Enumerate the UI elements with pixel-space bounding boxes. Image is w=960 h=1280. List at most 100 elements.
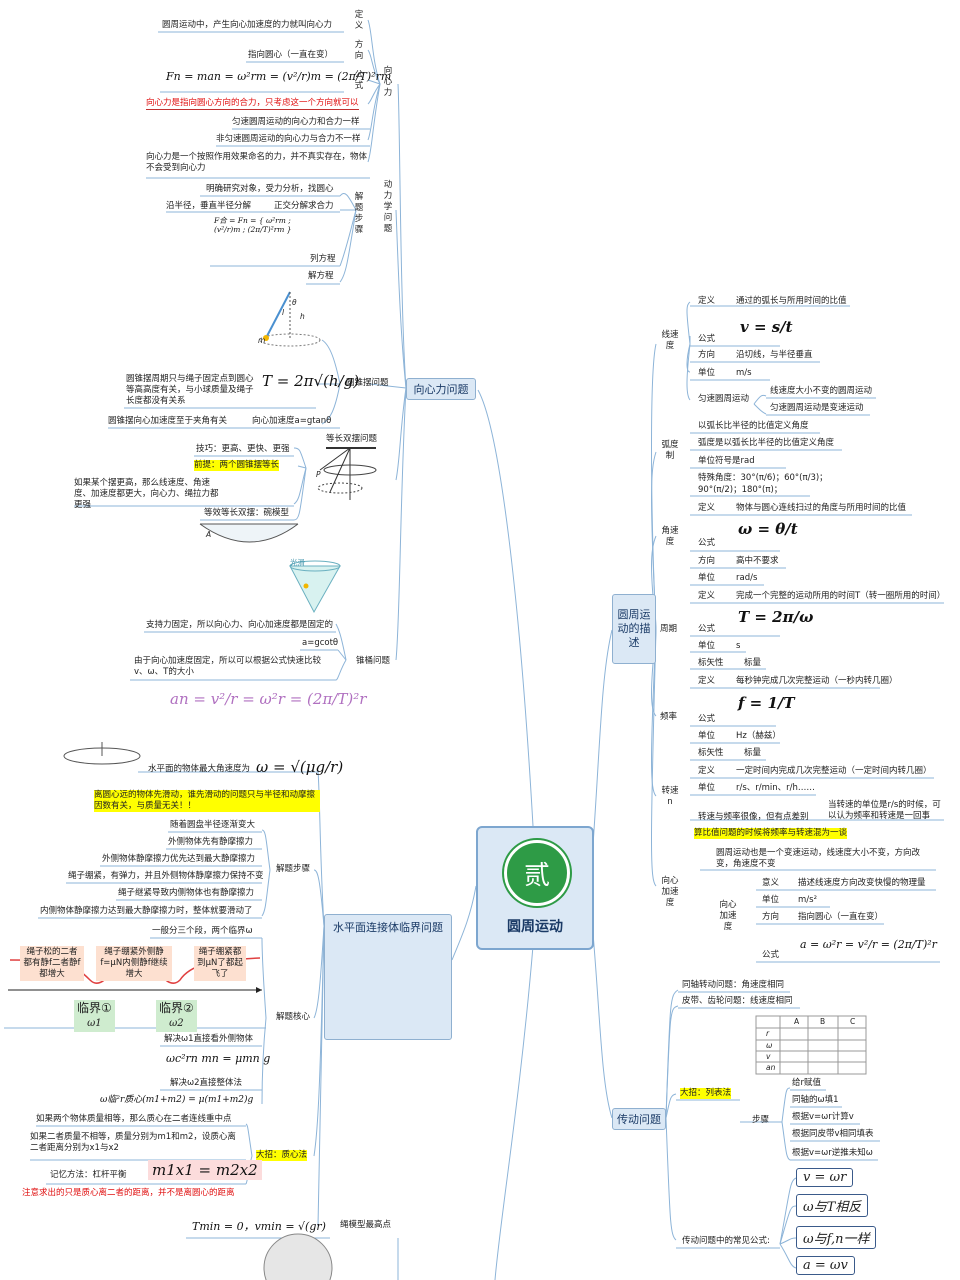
funnel-label: 锥桶问题 [356,656,391,666]
radian-2: 弧度是以弧长比半径的比值定义角度 [698,438,835,448]
cm-red-note: 注意求出的只是质心离二者的距离，并不是离圆心的距离 [22,1188,235,1198]
turntable-figure [63,742,141,765]
vertical-circle-figure [263,1233,333,1280]
label-formula: 公式 [354,70,364,91]
red-note-net-force: 向心力是指向圆心方向的合力，只考虑这一个方向就可以 [146,98,359,110]
direction-text: 指向圆心（一直在变） [248,50,334,60]
label-linear-velocity: 线速度 [661,330,679,351]
lv-unit-label: 单位 [698,368,716,378]
speed-relation: 转速与频率很像，但有点差别 [698,812,809,822]
ca-formula-label: 公式 [762,950,780,960]
step-1: 明确研究对象，受力分析，找圆心 [206,184,334,194]
step-3-formula: F合 = Fn = { ω²rm ; (v²/r)m ; (2π/T)²rm } [214,216,292,234]
ca-meaning-label: 意义 [762,878,780,888]
funnel-figure [289,560,341,614]
solve-2-formula: ω临²r质心(m1+m2) = μ(m1+m2)g [100,1095,254,1105]
core-intro: 一般分三个段，两个临界ω [152,926,253,936]
uniform-note: 匀速圆周运动的向心力和合力一样 [232,117,360,127]
lv-formula: v = s/t [740,318,793,336]
hz-step-2: 外侧物体先有静摩擦力 [168,837,254,847]
freq-def-label: 定义 [698,676,716,686]
av-unit: rad/s [736,573,758,583]
branch-centripetal-force[interactable]: 向心力问题 [406,378,476,400]
core-label: 解题核心 [276,1012,311,1022]
branch-transmission[interactable]: 传动问题 [612,1108,666,1130]
highlight-far-slides-first: 离圆心远的物体先滑动，谁先滑动的问题只与半径和动摩擦因数有关，与质量无关！！ [94,790,320,812]
bowl-figure [199,523,299,543]
critical-2-symbol: ω2 [169,1018,184,1029]
equal-pendulum-label: 等长双摆问题 [326,434,378,444]
funnel-note-1: 支持力固定，所以向心力、向心加速度都是固定的 [146,620,334,630]
fig-p-label: P [316,470,321,479]
label-direction: 方向 [354,40,364,61]
trans-step-5: 根据v=ωr逆推未知ω [792,1148,873,1158]
table-row-omega: ω [766,1041,773,1050]
branch-description[interactable]: 圆周运动的描述 [612,594,656,664]
period-vec-label: 标矢性 [698,658,724,668]
belt-gear: 皮带、齿轮问题：线速度相同 [682,996,793,1006]
freq-formula-label: 公式 [698,714,716,724]
av-formula: ω = θ/t [738,520,798,538]
center-topic[interactable]: 贰 圆周运动 [476,826,594,950]
max-omega-formula: ω = √(μg/r) [256,758,344,776]
step-3: 列方程 [310,254,336,264]
radian-5: 90°(π/2)；180°(π)； [698,485,783,495]
rope-model-label: 绳模型最高点 [340,1220,392,1230]
period-formula: T = 2π/ω [738,608,814,626]
center-of-mass-label: 大招：质心法 [256,1150,308,1161]
period-def: 完成一个完整的运动所用的时间T（转一圈所用的时间） [736,591,946,601]
critical-2: 临界② ω2 [156,1000,197,1032]
common-formula-1: v = ωr [796,1168,854,1187]
av-def: 物体与圆心连线扫过的角度与所用时间的比值 [736,503,907,513]
label-period: 周期 [660,624,678,634]
speed-def: 一定时间内完成几次完整运动（一定时间内转几圈） [736,766,932,776]
av-unit-label: 单位 [698,573,716,583]
fig-h-label: h [300,312,305,321]
critical-1-label: 临界① [77,1001,112,1015]
lv-unit: m/s [736,368,752,378]
lv-dir: 沿切线，与半径垂直 [736,350,813,360]
solve-1: 解决ω1直接看外侧物体 [164,1034,254,1044]
centripetal-sub-label: 向心加速度 [719,900,737,932]
segment-1: 绳子松的二者都有静f二者静f都增大 [20,946,84,981]
ca-dir: 指向圆心（一直在变） [798,912,884,922]
critical-2-label: 临界② [159,1001,194,1015]
transmission-table [755,1015,867,1075]
conical-note-1: 圆锥摆周期只与绳子固定点到圆心等高高度有关，与小球质量及绳子长度都没有关系 [126,374,254,406]
freq-unit: Hz（赫兹） [736,731,781,741]
hz-step-5: 绳子继紧导致内侧物体也有静摩擦力 [118,888,255,898]
av-dir-label: 方向 [698,556,716,566]
lever-note: 记忆方法：杠杆平衡 [50,1170,127,1180]
solve-1-formula: ωc²rn mn = μmn g [166,1052,271,1065]
ca-formula: a = ω²r = v²/r = (2π/T)²r [800,938,937,951]
conical-pendulum-figure [259,291,321,347]
step-2a: 沿半径，垂直半径分解 [166,201,252,211]
lv-def-label: 定义 [698,296,716,306]
freq-vec: 标量 [744,748,762,758]
same-axis: 同轴转动问题：角速度相同 [682,980,785,990]
cm-note-2: 如果二者质量不相等，质量分别为m1和m2，设质心离二者距离分别为x1与x2 [30,1132,236,1153]
label-radian: 弧度制 [661,440,679,461]
lv-def: 通过的弧长与所用时间的比值 [736,296,847,306]
branch-horizontal-connector[interactable]: 水平面连接体临界问题 [324,914,452,1040]
group-label-dynamics: 动力学问题 [383,180,393,234]
label-frequency: 频率 [660,712,678,722]
funnel-fig-label: 光滑 [290,558,305,567]
table-head-c: C [850,1017,856,1026]
step-4: 解方程 [308,271,334,281]
table-head-b: B [820,1017,826,1026]
av-dir: 高中不要求 [736,556,779,566]
lever-formula: m1x1 = m2x2 [148,1160,262,1180]
lv-formula-label: 公式 [698,334,716,344]
freq-unit-label: 单位 [698,731,716,741]
ca-meaning: 描述线速度方向改变快慢的物理量 [798,878,926,888]
fig-a-label: A [206,530,212,539]
conical-note-2: 圆锥摆向心加速度至于夹角有关 [108,416,228,426]
steps-label-trans: 步骤 [752,1115,770,1125]
label-definition: 定义 [354,10,364,31]
lv-uniform-2: 匀速圆周运动是变速运动 [770,403,864,413]
radian-3: 单位符号是rad [698,456,755,466]
speed-highlight: 算比值问题的时候将频率与转速混为一谈 [694,828,848,839]
table-row-an: an [766,1063,776,1072]
conical-period-formula: T = 2π√(h/g) [262,372,360,390]
